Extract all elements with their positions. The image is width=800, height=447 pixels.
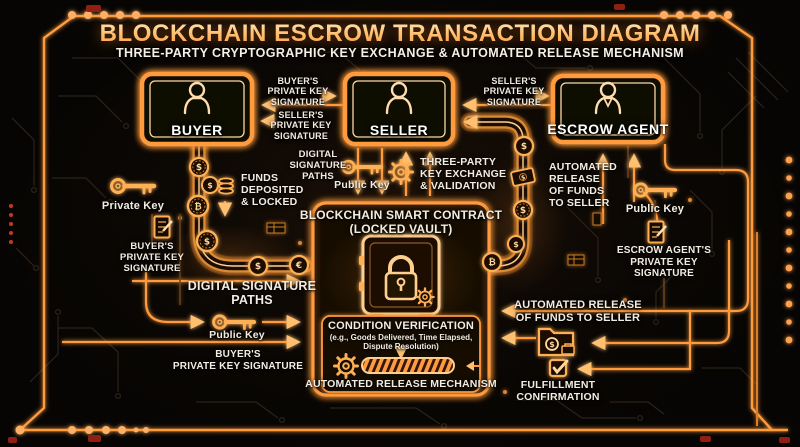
svg-text:$: $: [196, 163, 202, 173]
page-subtitle: THREE-PARTY CRYPTOGRAPHIC KEY EXCHANGE &…: [116, 46, 684, 60]
svg-text:€: €: [295, 261, 302, 271]
dollar-coin: $: [195, 229, 219, 253]
briefcase-icon: [561, 345, 575, 355]
svg-text:₿: ₿: [488, 257, 495, 268]
circuit-traces: [11, 47, 789, 430]
progress-bar: [361, 357, 480, 374]
seller-to-escrow-signature-label: SELLER'S PRIVATE KEY SIGNATURE: [483, 76, 545, 107]
smart-contract-title: BLOCKCHAIN SMART CONTRACT (LOCKED VAULT): [299, 208, 503, 236]
buyer-signature-bottom-label: BUYER'S PRIVATE KEY SIGNATURE: [172, 349, 304, 372]
svg-text:$: $: [204, 237, 210, 247]
digital-signature-paths-mid-label: DIGITAL SIGNATURE PATHS: [289, 149, 347, 182]
arrow-escrow-loop-to-contract: [501, 144, 750, 319]
dollar-coin: $: [512, 199, 534, 221]
condition-verification-title: CONDITION VERIFICATION: [328, 320, 474, 332]
three-party-label: THREE-PARTY KEY EXCHANGE & VALIDATION: [420, 156, 507, 193]
automated-release-bottom-label: AUTOMATED RELEASE OF FUNDS TO SELLER: [514, 299, 642, 324]
signature-document-icon: [153, 215, 174, 239]
page-title: BLOCKCHAIN ESCROW TRANSACTION DIAGRAM: [99, 20, 701, 47]
vault-lock-icon: [359, 234, 441, 319]
svg-text:$: $: [255, 262, 261, 272]
vault-hinge: [359, 256, 364, 265]
funds-pipe-left: [189, 136, 316, 276]
signature-document-icon: [647, 220, 668, 244]
dollar-coin: $: [513, 135, 535, 157]
flow-arrows: [62, 88, 750, 377]
seller-to-buyer-signature-label: SELLER'S PRIVATE KEY SIGNATURE: [270, 110, 332, 141]
arrow-to-checkbox: [577, 311, 692, 377]
coin-stack-icon: [218, 177, 234, 195]
led-dots-bottom-left: [15, 425, 149, 435]
ledger-icon: [266, 212, 602, 266]
progress-arrow: [466, 361, 474, 371]
private-key-label: Private Key: [101, 200, 165, 212]
outer-frame: [15, 11, 793, 435]
bitcoin-coin: ₿: [481, 251, 503, 273]
buyer-box: [139, 71, 255, 147]
bitcoin-coin: ₿: [186, 194, 210, 218]
folder-funds-icon: $: [537, 327, 575, 357]
led-dots-top-right: [660, 11, 732, 19]
public-key-mid-label: Public Key: [334, 179, 390, 191]
condition-box: [321, 315, 481, 393]
funds-deposited-label: FUNDS DEPOSITED & LOCKED: [241, 172, 304, 209]
funds-pipe-right: [460, 112, 533, 276]
arrow-to-public-key: [144, 272, 205, 330]
banknote-icon: $: [510, 167, 536, 187]
fulfillment-confirmation-label: FULFILLMENT CONFIRMATION: [516, 379, 600, 404]
vault-hinge: [359, 282, 364, 291]
arrow-to-folder: [591, 240, 731, 351]
svg-text:$: $: [520, 174, 526, 182]
automated-release-right-label: AUTOMATED RELEASE OF FUNDS TO SELLER: [549, 161, 617, 210]
escrow-agent-label: ESCROW AGENT: [547, 121, 669, 137]
dollar-coin: $: [201, 176, 219, 194]
checkbox-icon: [548, 358, 569, 378]
euro-coin: €: [288, 254, 310, 276]
led-dots-top-left: [68, 11, 140, 19]
escrow-box: [550, 73, 666, 145]
svg-text:$: $: [549, 340, 555, 349]
public-key-bottom-label: Public Key: [209, 329, 265, 341]
coins: $ $ ₿ $ $ € ₿ $ $ $ $: [186, 135, 536, 277]
buyer-label: BUYER: [171, 122, 223, 138]
decor-connectors: [151, 146, 665, 308]
svg-text:$: $: [207, 181, 213, 190]
svg-text:₿: ₿: [194, 201, 201, 212]
red-led-marks: [8, 4, 790, 443]
side-icons: $: [112, 159, 675, 378]
dollar-coin: $: [247, 255, 269, 277]
led-dots-right-edge: [785, 156, 793, 344]
svg-text:$: $: [521, 142, 527, 152]
svg-text:$: $: [513, 240, 519, 249]
buyer-to-seller-signature-label: BUYER'S PRIVATE KEY SIGNATURE: [267, 76, 329, 107]
dollar-coin: $: [507, 235, 525, 253]
escrow-signature-label: ESCROW AGENT'S PRIVATE KEY SIGNATURE: [616, 245, 712, 279]
seller-box: [342, 71, 456, 147]
public-key-right-label: Public Key: [625, 203, 685, 215]
seller-label: SELLER: [369, 122, 429, 138]
automated-release-mechanism-label: AUTOMATED RELEASE MECHANISM: [305, 378, 497, 390]
buyer-signature-left-label: BUYER'S PRIVATE KEY SIGNATURE: [119, 241, 185, 274]
condition-examples: (e.g., Goods Delivered, Time Elapsed, Di…: [329, 333, 473, 352]
dollar-coin: $: [188, 156, 210, 178]
escrow-person-icon: [594, 81, 622, 115]
digital-signature-paths-bottom-label: DIGITAL SIGNATURE PATHS: [187, 279, 317, 308]
svg-text:$: $: [520, 206, 526, 216]
padlock-icon: [384, 255, 418, 301]
